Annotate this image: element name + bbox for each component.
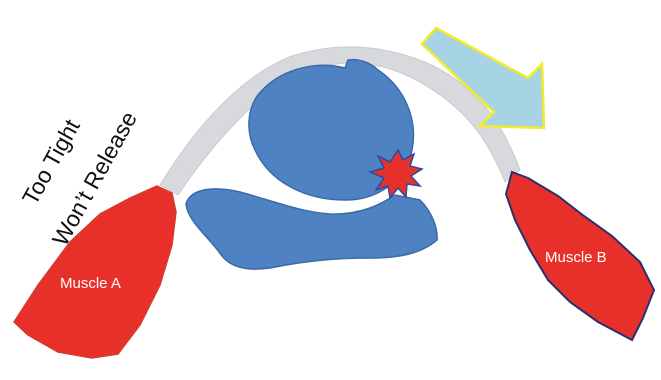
muscle-a [14,186,176,358]
joint-socket [186,189,437,269]
muscle-b-label: Muscle B [545,249,607,266]
muscle-a-label: Muscle A [60,275,121,292]
